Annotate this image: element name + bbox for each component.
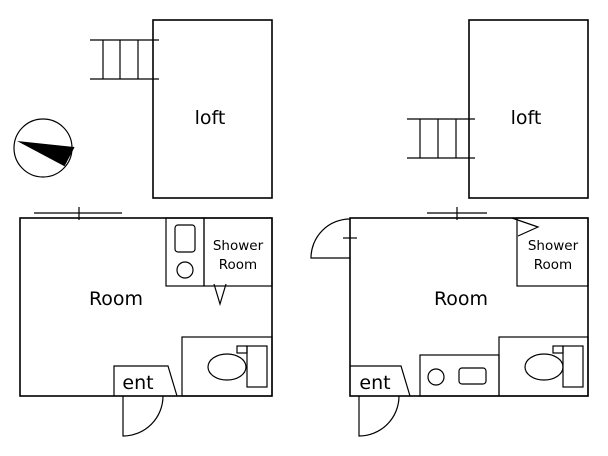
- kitchen-block: [165, 217, 205, 287]
- door-swing-icon: [358, 395, 400, 437]
- plan-left: loft Room: [13, 19, 273, 437]
- toilet-left: [181, 336, 273, 397]
- entrance-label: ent: [359, 372, 390, 394]
- side-door-right: [310, 218, 357, 259]
- shower-label-line2: Room: [219, 257, 257, 273]
- room-label: Room: [434, 288, 488, 310]
- door-swing-icon: [122, 395, 164, 437]
- toilet-right: [498, 336, 589, 397]
- north-arrow-icon: [13, 118, 75, 178]
- entrance-right: ent: [350, 365, 411, 437]
- loft-left: loft: [152, 19, 273, 199]
- door-swing-icon: [213, 283, 227, 307]
- loft-label: loft: [195, 107, 226, 129]
- shower-label-line1: Shower: [213, 238, 264, 254]
- ladder-icon: [407, 118, 475, 159]
- shower-room-right: Shower Room: [511, 217, 589, 287]
- ladder-icon: [90, 39, 159, 80]
- shower-label-line1: Shower: [528, 238, 579, 254]
- loft-label: loft: [511, 107, 542, 129]
- kitchen-counter: [419, 354, 500, 397]
- shower-label-line2: Room: [534, 257, 572, 273]
- plan-right: loft Room Shower Room: [310, 19, 589, 437]
- room-label: Room: [89, 288, 143, 310]
- shower-room-left: Shower Room: [203, 217, 273, 307]
- door-swing-icon: [511, 217, 540, 237]
- entrance-left: ent: [113, 365, 178, 437]
- loft-right: loft: [468, 19, 589, 199]
- entrance-label: ent: [122, 372, 153, 394]
- room-left-outline: [19, 217, 273, 397]
